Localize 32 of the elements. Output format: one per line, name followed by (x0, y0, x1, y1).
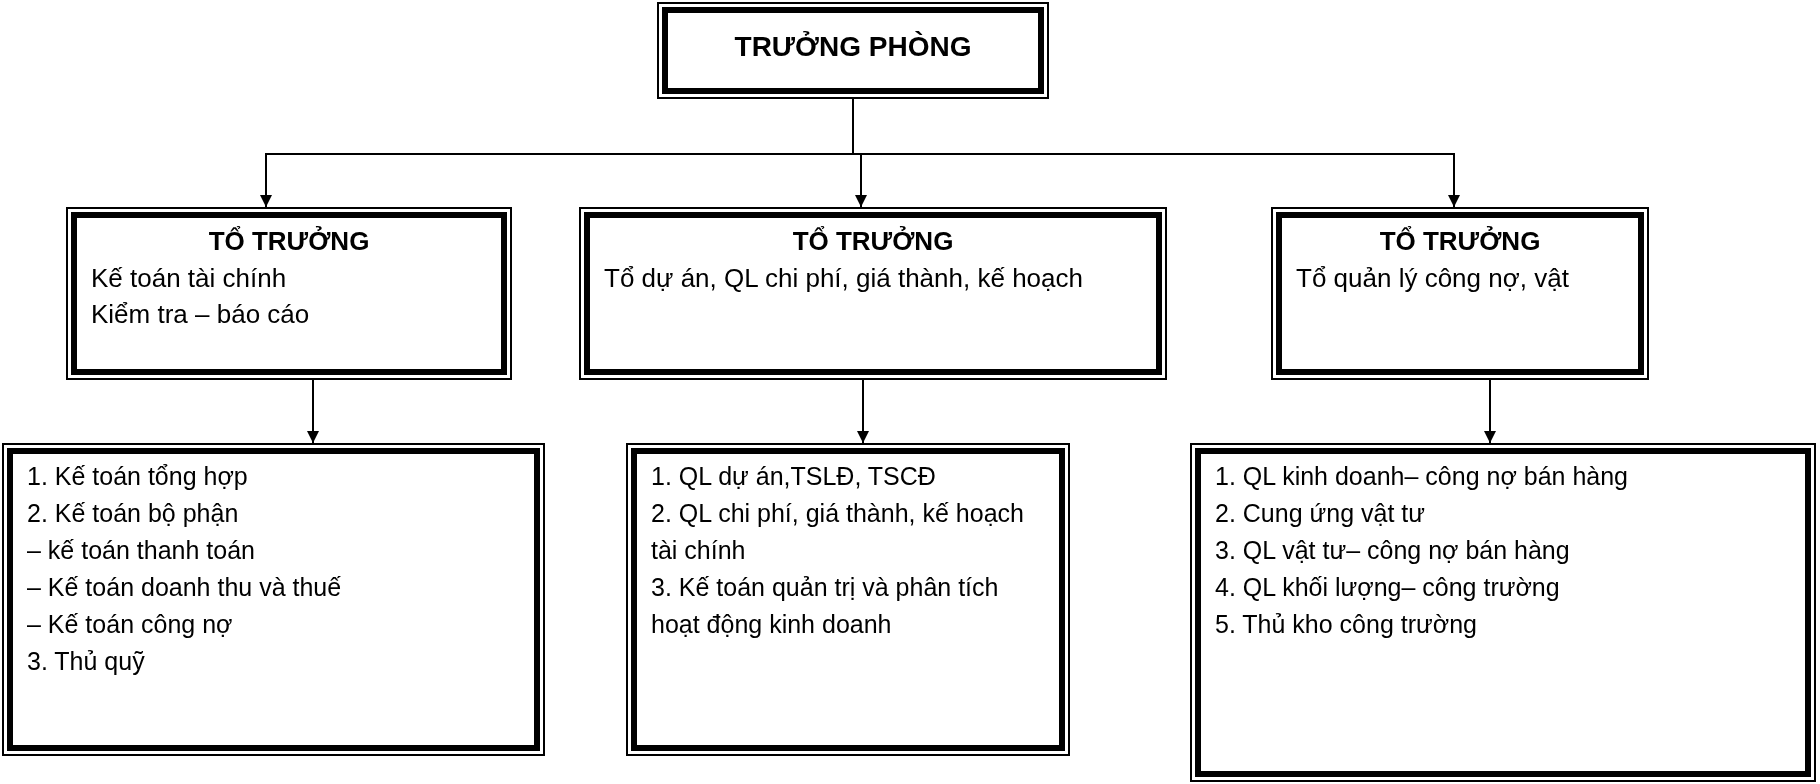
team-lead-box (1271, 207, 1649, 380)
heading-text: TỔ TRƯỞNG (207, 225, 371, 258)
item-text: 5. Thủ kho công trường (1215, 609, 1478, 640)
item-text: 1. QL kinh doanh– công nợ bán hàng (1215, 461, 1629, 492)
team-lead-box (66, 207, 512, 380)
item-text: 3. QL vật tư– công nợ bán hàng (1215, 535, 1571, 566)
item-text: 4. QL khối lượng– công trường (1215, 572, 1561, 603)
item-text: 2. Cung ứng vật tư (1215, 498, 1426, 529)
item-text: – Kế toán doanh thu và thuế (27, 572, 343, 603)
connector-arrow (307, 379, 319, 444)
item-text: 2. Kế toán bộ phận (27, 498, 240, 529)
item-text: 1. QL dự án,TSLĐ, TSCĐ (651, 461, 937, 492)
title-text: TRƯỞNG PHÒNG (733, 30, 973, 64)
heading-text: TỔ TRƯỞNG (1378, 225, 1542, 258)
connector-arrow (1484, 379, 1496, 444)
description-text: Kế toán tài chính (91, 262, 288, 295)
item-text: 3. Thủ quỹ (27, 646, 146, 677)
item-text: – kế toán thanh toán (27, 535, 256, 566)
task-list-box (626, 443, 1070, 756)
item-text: – Kế toán công nợ (27, 609, 234, 640)
connector-arrow (857, 379, 869, 444)
item-text: 3. Kế toán quản trị và phân tích hoạt động kinh doanh (651, 572, 1000, 640)
task-list-box (2, 443, 545, 756)
item-text: 2. QL chi phí, giá thành, kế hoạch tài chính (651, 498, 1025, 566)
heading-text: TỔ TRƯỞNG (791, 225, 955, 258)
department-head-box (657, 2, 1049, 99)
team-lead-box (579, 207, 1167, 380)
description-text: Tổ quản lý công nợ, vật (1296, 262, 1570, 295)
item-text: 1. Kế toán tổng hợp (27, 461, 249, 492)
task-list-box (1190, 443, 1816, 782)
description-text: Tổ dự án, QL chi phí, giá thành, kế hoạch (604, 262, 1084, 295)
description-text: Kiểm tra – báo cáo (91, 298, 311, 331)
